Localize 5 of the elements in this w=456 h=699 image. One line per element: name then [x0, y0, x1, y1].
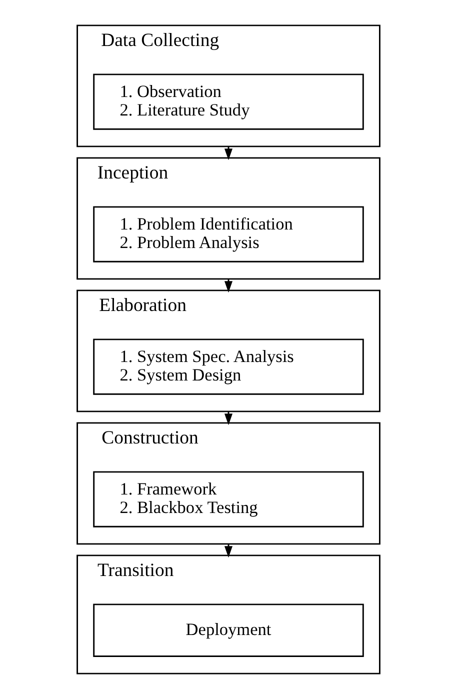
node-box: Deployment	[92, 604, 364, 657]
node-box: 1. Framework 2. Blackbox Testing	[92, 471, 364, 528]
node-box: 1. System Spec. Analysis 2. System Design	[92, 338, 364, 395]
node-box: 1. Observation 2. Literature Study	[92, 74, 364, 130]
node-box: 1. Problem Identification 2. Problem Analysis	[92, 206, 364, 262]
